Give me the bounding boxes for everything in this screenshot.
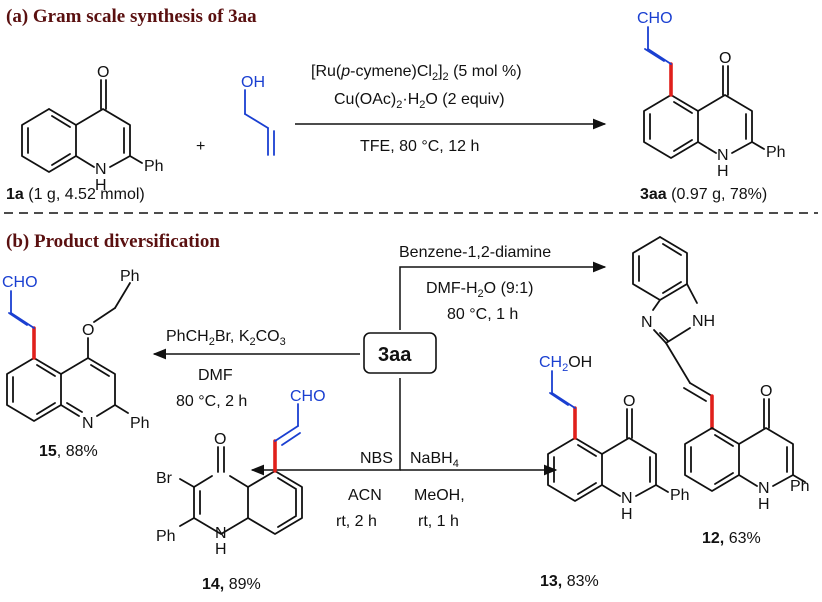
- allyl-alcohol: OH: [241, 74, 275, 156]
- route12-reagent: Benzene-1,2-diamine: [399, 244, 551, 261]
- compound-1a: O N H Ph: [21, 64, 164, 194]
- compound-12: N NH O N H Ph: [632, 236, 810, 513]
- n-atom: N: [621, 490, 633, 507]
- ether-o: O: [82, 322, 94, 339]
- compound-3aa: CHO O N H Ph: [637, 10, 786, 180]
- aldehyde-group: CHO: [637, 10, 673, 27]
- nh-h: H: [758, 496, 770, 513]
- hydroxymethyl-group: CH2OH: [539, 354, 592, 374]
- aldehyde-group: CHO: [290, 388, 326, 405]
- phenyl: Ph: [130, 415, 150, 432]
- route14-solvent: ACN: [348, 487, 382, 504]
- compound-14-id: 14, 89%: [202, 576, 261, 593]
- nh-h: H: [215, 541, 227, 558]
- hydroxyl-group: OH: [241, 74, 265, 91]
- carbonyl-o: O: [97, 64, 109, 81]
- route14-reagent: NBS: [360, 450, 393, 467]
- compound-3aa-id: 3aa (0.97 g, 78%): [640, 186, 767, 203]
- compound-13: CH2OH O N H Ph: [539, 354, 690, 523]
- phenyl: Ph: [670, 487, 690, 504]
- phenyl: Ph: [144, 158, 164, 175]
- route13-conditions: rt, 1 h: [418, 513, 459, 530]
- nh-h: H: [717, 163, 729, 180]
- section-b-title: (b) Product diversification: [6, 231, 220, 252]
- carbonyl-o: O: [214, 431, 226, 448]
- carbonyl-o: O: [719, 50, 731, 67]
- compound-14: CHO O Br Ph N H: [156, 388, 326, 558]
- phenyl: Ph: [156, 528, 176, 545]
- center-3aa-label: 3aa: [378, 344, 412, 366]
- route13-solvent: MeOH,: [414, 487, 465, 504]
- imidazole-n: N: [641, 314, 653, 331]
- compound-12-id: 12, 63%: [702, 530, 761, 547]
- arrow-to-12: [399, 261, 607, 330]
- route14-conditions: rt, 2 h: [336, 513, 377, 530]
- carbonyl-o: O: [623, 393, 635, 410]
- oxidant-label: Cu(OAc)2·H2O (2 equiv): [334, 91, 505, 111]
- benzyl-phenyl: Ph: [120, 268, 140, 285]
- compound-15-id: 15, 88%: [39, 443, 98, 460]
- n-atom: N: [82, 415, 94, 432]
- compound-1a-id: 1a (1 g, 4.52 mmol): [6, 186, 145, 203]
- plus-sign: +: [196, 138, 205, 155]
- route13-reagent: NaBH4: [410, 450, 459, 470]
- n-atom: N: [758, 480, 770, 497]
- n-atom: N: [215, 525, 227, 542]
- route15-conditions: 80 °C, 2 h: [176, 393, 247, 410]
- compound-13-id: 13, 83%: [540, 573, 599, 590]
- compound-15: CHO O Ph N Ph: [2, 268, 150, 432]
- nh-h: H: [95, 177, 107, 194]
- imidazole-nh: NH: [692, 313, 715, 330]
- bromo: Br: [156, 470, 173, 487]
- nh-h: H: [621, 506, 633, 523]
- route12-solvent: DMF-H2O (9:1): [426, 280, 533, 300]
- carbonyl-o: O: [760, 383, 772, 400]
- n-atom: N: [717, 147, 729, 164]
- n-atom: N: [95, 161, 107, 178]
- catalyst-label: [Ru(p-cymene)Cl2]2 (5 mol %): [311, 63, 522, 83]
- section-a-title: (a) Gram scale synthesis of 3aa: [6, 6, 257, 27]
- phenyl: Ph: [766, 144, 786, 161]
- conditions-label: TFE, 80 °C, 12 h: [360, 138, 479, 155]
- phenyl: Ph: [790, 478, 810, 495]
- route15-reagent: PhCH2Br, K2CO3: [166, 328, 286, 348]
- route12-conditions: 80 °C, 1 h: [447, 306, 518, 323]
- center-3aa-box: [363, 332, 437, 374]
- route15-solvent: DMF: [198, 367, 233, 384]
- aldehyde-group: CHO: [2, 274, 38, 291]
